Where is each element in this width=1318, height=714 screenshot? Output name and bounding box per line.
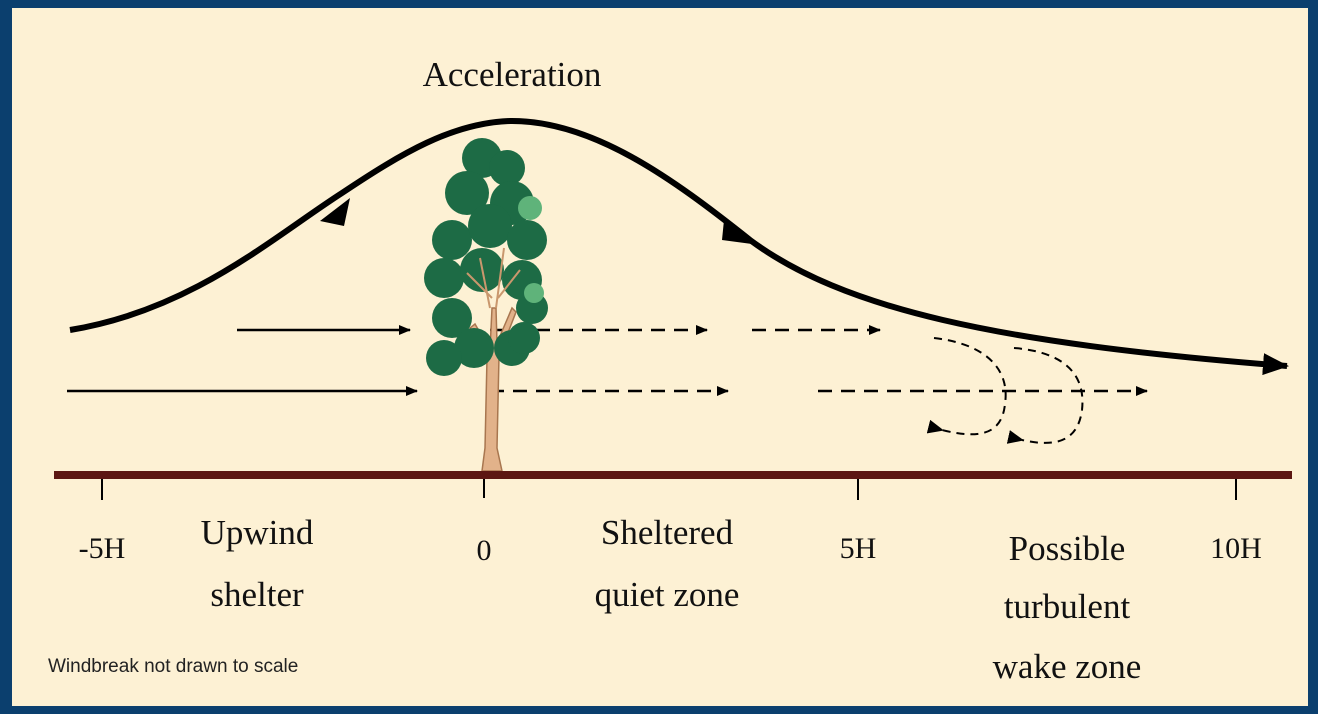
tree-foliage (424, 138, 548, 376)
diagram-panel: Acceleration -5H 0 5H 10H Upwind shelter… (12, 8, 1308, 706)
tick-label-10h: 10H (1210, 532, 1262, 565)
zone-label-line: Possible (1008, 529, 1126, 568)
acceleration-flow-curve (69, 117, 1289, 376)
acceleration-label: Acceleration (422, 55, 602, 94)
scale-note: Windbreak not drawn to scale (48, 656, 299, 677)
windbreak-diagram (54, 117, 1292, 500)
zone-label-line: Sheltered (600, 513, 734, 552)
zone-label-line: turbulent (1003, 587, 1131, 626)
zone-label-line: wake zone (992, 647, 1142, 686)
tree-foliage-highlight (524, 283, 544, 303)
tick-label-minus-5h: -5H (78, 532, 126, 565)
zone-label-line: shelter (210, 575, 304, 614)
zone-label-line: quiet zone (594, 575, 740, 614)
curve-arrowhead-rising (320, 198, 350, 226)
tree-windbreak (424, 138, 548, 472)
curve-arrowhead-falling (722, 220, 752, 244)
tick-label-5h: 5H (839, 532, 877, 565)
tree-foliage-highlight (518, 196, 542, 220)
ground-line (54, 471, 1292, 479)
turbulent-eddy-2 (1006, 347, 1084, 444)
tree-branches (466, 247, 521, 309)
tick-label-0: 0 (476, 534, 492, 567)
turbulent-eddy-1 (926, 337, 1007, 436)
zone-label-line: Upwind (200, 513, 314, 552)
